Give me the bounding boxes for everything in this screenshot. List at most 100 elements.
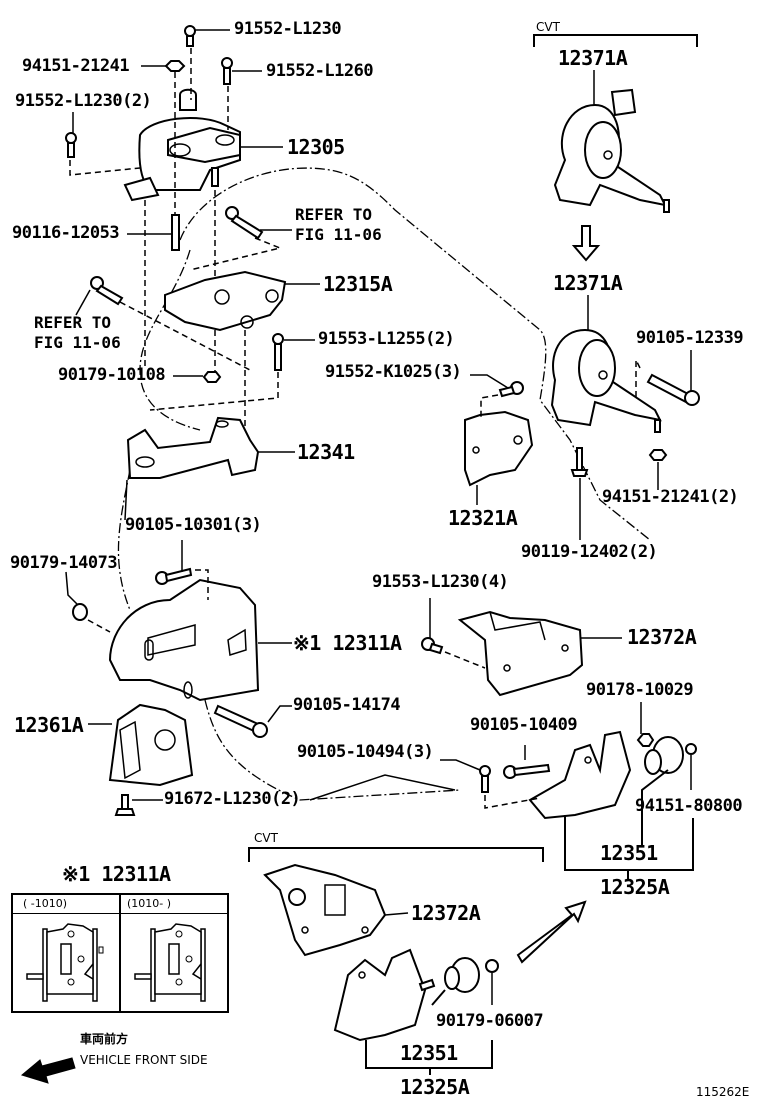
part-12305[interactable] [123,88,241,202]
bolt-91552-L1230-2[interactable] [65,132,77,158]
label-90116-12053[interactable]: 90116-12053 [12,223,120,243]
part-12341[interactable] [126,416,260,479]
bracket-12325A-right [564,769,694,880]
inset-12311A-variants: ( -1010) (1010- ) [11,893,229,1013]
inset-variant-after-1010: (1010- ) [121,895,227,1011]
label-12372A-bottom[interactable]: 12372A [411,901,481,925]
label-90105-12339[interactable]: 90105-12339 [636,328,744,348]
vehicle-front-english: VEHICLE FRONT SIDE [80,1053,208,1067]
vehicle-front-japanese: 車両前方 [80,1032,129,1046]
bracket-variant-icon [26,923,104,1002]
label-12311A[interactable]: ※1 12311A [293,631,402,655]
engine-outline-line-lower [117,469,131,611]
bolt-91552-K1025-3[interactable] [498,381,524,398]
bolt-90119-12402-2[interactable] [570,447,589,477]
label-12361A[interactable]: 12361A [14,713,84,737]
bushing-12351-right[interactable] [644,736,684,775]
label-94151-80800[interactable]: 94151-80800 [635,796,743,816]
bolt-91552-L1260[interactable] [221,57,233,85]
bolt-91553-L1255-2[interactable] [272,333,284,371]
bolt-90105-10409[interactable] [503,763,551,779]
label-91553-L1230-4[interactable]: 91553-L1230(4) [372,572,509,592]
label-12325A-bottom[interactable]: 12325A [400,1075,470,1099]
part-12325A-right[interactable] [528,730,632,820]
label-12341[interactable]: 12341 [297,440,355,464]
bolt-90105-10301-3[interactable] [155,567,193,585]
stud-90116-12053[interactable] [171,214,180,251]
label-90179-06007[interactable]: 90179-06007 [436,1011,544,1031]
bracket-cvt-bottom [248,847,544,862]
label-12351-right[interactable]: 12351 [600,841,658,865]
part-12372A-mid[interactable] [457,610,584,697]
arrow-down-icon [571,225,601,262]
inset-col-header: ( -1010) [13,895,119,914]
arrow-up-right-icon [516,900,587,964]
group-label-cvt-bottom: CVT [254,831,278,845]
arrow-down-left-icon [20,1057,76,1084]
label-90105-10301-3[interactable]: 90105-10301(3) [125,515,262,535]
part-12371A-mid[interactable] [550,328,662,433]
label-12315A[interactable]: 12315A [323,272,393,296]
bolt-91553-L1230-4[interactable] [421,637,444,655]
part-12371A-top[interactable] [553,88,670,213]
label-refer-fig-11-06-b[interactable]: REFER TO FIG 11-06 [34,313,121,352]
bolt-90105-14174[interactable] [213,704,268,738]
label-12325A-right[interactable]: 12325A [600,875,670,899]
bushing-12351-bottom[interactable] [444,957,480,993]
nut-90179-10108[interactable] [202,371,222,383]
engine-outline-line-bottom [204,699,461,801]
group-label-cvt-top: CVT [536,20,560,34]
engine-outline-line-left [139,249,201,431]
label-90105-10494-3[interactable]: 90105-10494(3) [297,742,434,762]
label-refer-fig-11-06-a[interactable]: REFER TO FIG 11-06 [295,205,382,244]
nut-90178-10029[interactable] [636,733,655,747]
bracket-12325A-bottom [365,989,493,1075]
part-12315A[interactable] [164,270,287,332]
bracket-variant-icon [134,923,206,1002]
engine-outline-line [179,167,651,541]
label-12305[interactable]: 12305 [287,135,345,159]
label-12371A-top[interactable]: 12371A [558,46,628,70]
label-90105-10409[interactable]: 90105-10409 [470,715,578,735]
nut-94151-80800[interactable] [685,743,697,755]
label-91553-L1255-2[interactable]: 91553-L1255(2) [318,329,455,349]
inset-col-header: (1010- ) [121,895,227,914]
part-12372A-bottom[interactable] [263,863,387,957]
bolt-refer-fig-11-06-a[interactable] [225,206,264,240]
label-12371A-mid[interactable]: 12371A [553,271,623,295]
figure-id: 115262E [696,1085,750,1099]
nut-90179-06007[interactable] [485,959,499,973]
nut-94151-21241-2[interactable] [648,449,668,461]
label-90105-14174[interactable]: 90105-14174 [293,695,401,715]
label-90179-14073[interactable]: 90179-14073 [10,553,118,573]
label-90119-12402-2[interactable]: 90119-12402(2) [521,542,658,562]
part-12361A[interactable] [108,703,194,787]
part-12321A[interactable] [464,410,534,487]
label-91552-L1230[interactable]: 91552-L1230 [234,19,342,39]
label-12372A-mid[interactable]: 12372A [627,625,697,649]
label-94151-21241-2[interactable]: 94151-21241(2) [602,487,739,507]
label-12321A[interactable]: 12321A [448,506,518,530]
part-12325A-bottom[interactable] [333,948,436,1042]
bolt-91672-L1230-2[interactable] [114,794,136,816]
label-90179-10108[interactable]: 90179-10108 [58,365,166,385]
label-91552-L1230-2[interactable]: 91552-L1230(2) [15,91,152,111]
label-91672-L1230-2[interactable]: 91672-L1230(2) [164,789,301,809]
inset-variant-before-1010: ( -1010) [13,895,121,1011]
bolt-90105-10494-3[interactable] [479,765,491,793]
bolt-refer-fig-11-06-b[interactable] [90,276,124,306]
label-94151-21241[interactable]: 94151-21241 [22,56,130,76]
label-90178-10029[interactable]: 90178-10029 [586,680,694,700]
bolt-91552-L1230[interactable] [184,25,196,47]
collar-90179-14073[interactable] [72,603,88,621]
bracket-cvt-top [533,34,698,47]
label-91552-L1260[interactable]: 91552-L1260 [266,61,374,81]
label-91552-K1025-3[interactable]: 91552-K1025(3) [325,362,462,382]
nut-94151-21241[interactable] [164,60,186,72]
part-12311A[interactable] [108,578,260,702]
bolt-90105-12339[interactable] [646,373,700,406]
inset-title: ※1 12311A [62,862,171,886]
label-12351-bottom[interactable]: 12351 [400,1041,458,1065]
